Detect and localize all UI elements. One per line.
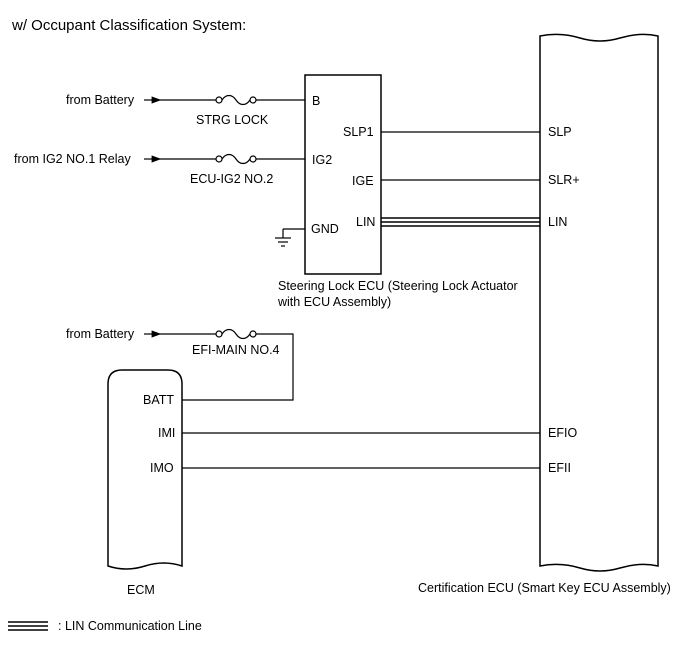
pin-imo: IMO <box>150 461 174 475</box>
pin-ige: IGE <box>352 174 374 188</box>
fuse-terminal <box>215 330 223 338</box>
source-ig2-relay: from IG2 NO.1 Relay <box>14 152 131 166</box>
source-from-battery-2: from Battery <box>66 327 135 341</box>
wire-lin-communication <box>381 217 540 227</box>
pin-batt: BATT <box>143 393 174 407</box>
fuse-terminal <box>249 96 257 104</box>
fuse-strg-lock: STRG LOCK <box>196 113 269 127</box>
fuse-ecu-ig2: ECU-IG2 NO.2 <box>190 172 273 186</box>
pin-slp1: SLP1 <box>343 125 374 139</box>
pin-efii: EFII <box>548 461 571 475</box>
certification-ecu-caption: Certification ECU (Smart Key ECU Assembl… <box>418 581 671 595</box>
wire-ig2-relay <box>144 153 305 165</box>
pin-imi: IMI <box>158 426 175 440</box>
fuse-terminal <box>215 96 223 104</box>
ecm-box <box>107 369 183 570</box>
pin-efio: EFIO <box>548 426 577 440</box>
pin-lin: LIN <box>356 215 375 229</box>
fuse-terminal <box>249 330 257 338</box>
steering-lock-ecu-caption-2: with ECU Assembly) <box>277 295 391 309</box>
source-from-battery-1: from Battery <box>66 93 135 107</box>
pin-gnd: GND <box>311 222 339 236</box>
fuse-efi-main: EFI-MAIN NO.4 <box>192 343 280 357</box>
wire-battery-strg-lock <box>144 94 305 106</box>
fuse-terminal <box>215 155 223 163</box>
steering-lock-ecu-box <box>304 74 382 275</box>
diagram-title: w/ Occupant Classification System: <box>11 17 246 34</box>
ground-symbol <box>275 228 305 247</box>
pin-lin-cert: LIN <box>548 215 567 229</box>
pin-slp: SLP <box>548 125 572 139</box>
pin-ig2: IG2 <box>312 153 332 167</box>
pin-slr: SLR+ <box>548 173 580 187</box>
pin-b: B <box>312 94 320 108</box>
legend-lin-symbol <box>8 621 48 631</box>
fuse-terminal <box>249 155 257 163</box>
legend-lin-text: : LIN Communication Line <box>58 619 202 633</box>
steering-lock-ecu-caption-1: Steering Lock ECU (Steering Lock Actuato… <box>278 279 518 293</box>
wire-battery-efi-main <box>144 328 294 401</box>
certification-ecu <box>539 33 659 572</box>
ecm-caption: ECM <box>127 583 155 597</box>
